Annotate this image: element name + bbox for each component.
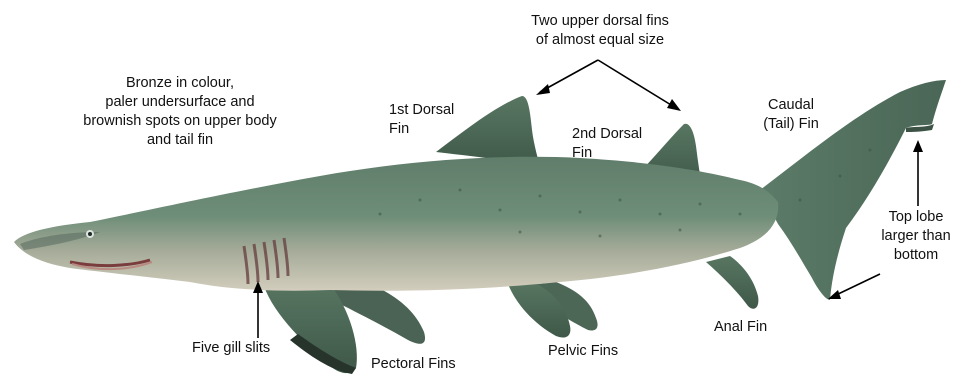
- second-dorsal-line-1: 2nd Dorsal: [572, 125, 642, 144]
- pelvic-fins-label: Pelvic Fins: [548, 342, 618, 361]
- top-lobe-line-3: bottom: [868, 246, 964, 265]
- pectoral-fins-label: Pectoral Fins: [371, 355, 456, 374]
- dorsal-note-line-2: of almost equal size: [490, 31, 710, 50]
- dorsal-note-line-1: Two upper dorsal fins: [490, 12, 710, 31]
- caudal-line-1: Caudal: [746, 96, 836, 115]
- first-dorsal-label: 1st Dorsal Fin: [389, 101, 454, 139]
- caudal-label: Caudal (Tail) Fin: [746, 96, 836, 134]
- colour-note: Bronze in colour, paler undersurface and…: [30, 74, 330, 150]
- colour-note-line-1: Bronze in colour,: [30, 74, 330, 93]
- second-dorsal-line-2: Fin: [572, 144, 642, 163]
- first-dorsal-line-1: 1st Dorsal: [389, 101, 454, 120]
- colour-note-line-2: paler undersurface and: [30, 93, 330, 112]
- dorsal-note: Two upper dorsal fins of almost equal si…: [490, 12, 710, 50]
- gill-slits-label: Five gill slits: [192, 339, 270, 358]
- anal-fin-shape: [706, 256, 758, 309]
- caudal-line-2: (Tail) Fin: [746, 115, 836, 134]
- colour-note-line-3: brownish spots on upper body: [30, 112, 330, 131]
- second-dorsal-label: 2nd Dorsal Fin: [572, 125, 642, 163]
- first-dorsal-line-2: Fin: [389, 120, 454, 139]
- colour-note-line-4: and tail fin: [30, 131, 330, 150]
- shark-body: [14, 157, 778, 291]
- top-lobe-line-2: larger than: [868, 227, 964, 246]
- top-lobe-label: Top lobe larger than bottom: [868, 208, 964, 265]
- top-lobe-line-1: Top lobe: [868, 208, 964, 227]
- anal-fin-label: Anal Fin: [714, 318, 767, 337]
